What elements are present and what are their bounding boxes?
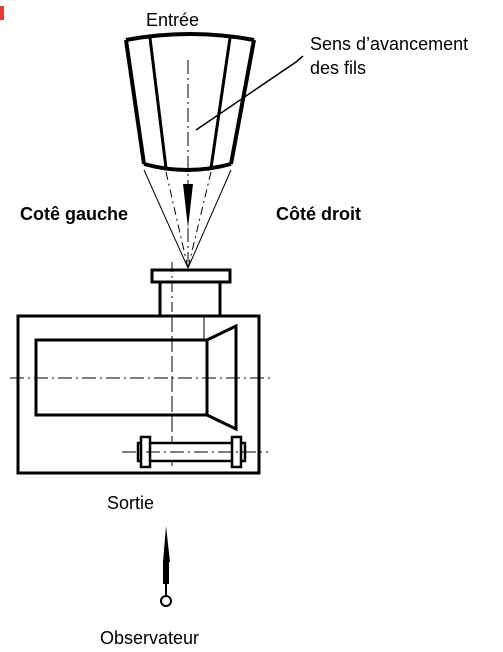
converging-lines: [143, 169, 232, 269]
entry-funnel: [124, 32, 256, 172]
sens-leader-line: [195, 55, 304, 131]
thread-direction-arrow: [183, 184, 193, 228]
sortie-label: Sortie: [107, 493, 155, 513]
sens-label-line2: des fils: [310, 58, 367, 78]
observateur-label: Observateur: [100, 628, 200, 648]
funnel-wire-lines: [148, 37, 232, 169]
sens-label-line1: Sens d’avancement: [310, 34, 469, 54]
entry-flange: [150, 268, 232, 318]
observer-arrow: [160, 526, 172, 607]
cote-gauche-label: Cotê gauche: [20, 204, 129, 224]
cote-droit-label: Côté droit: [276, 204, 361, 224]
edge-mark: [0, 6, 4, 20]
machine-housing: [16, 314, 261, 475]
entree-label: Entrée: [146, 10, 200, 30]
